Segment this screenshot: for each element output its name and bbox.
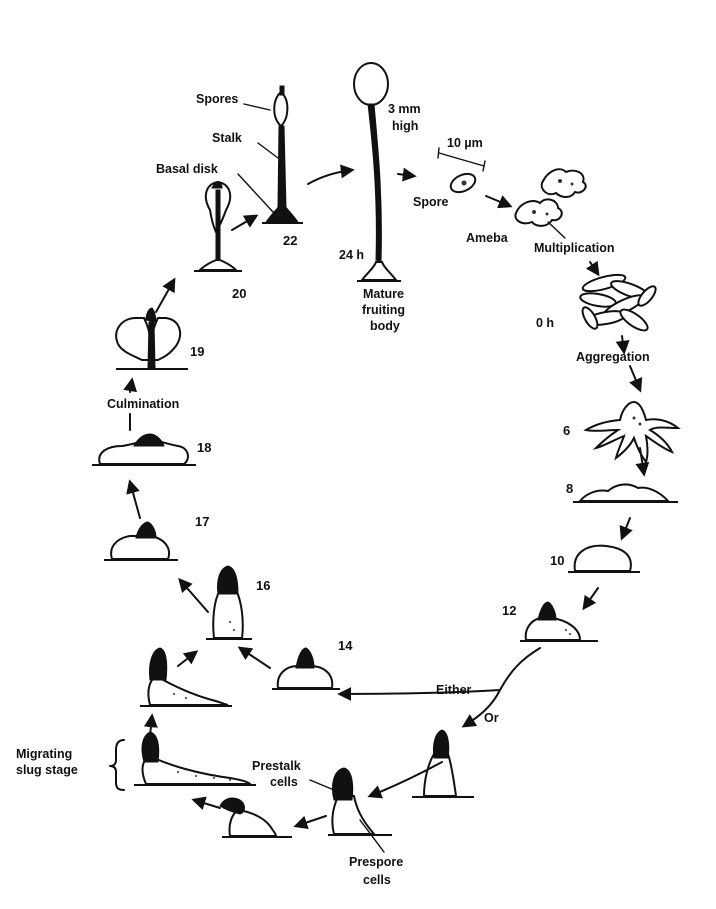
spore-drawing bbox=[438, 148, 485, 196]
label-spore: Spore bbox=[413, 195, 448, 209]
label-scale: 10 µm bbox=[447, 136, 483, 150]
stage-12-tipped-mound bbox=[520, 602, 598, 641]
stage-13-standing-slug bbox=[328, 768, 392, 835]
label-mature-line1: Mature bbox=[363, 287, 404, 301]
stage-number-6: 6 bbox=[563, 423, 570, 438]
stage-17-mound bbox=[104, 522, 178, 560]
stage-18-culminant bbox=[92, 434, 196, 465]
stage-number-20: 20 bbox=[232, 286, 246, 301]
stage-number-8: 8 bbox=[566, 481, 573, 496]
stage-number-10: 10 bbox=[550, 553, 564, 568]
label-or: Or bbox=[484, 711, 499, 725]
stage-22-fruiting-body bbox=[238, 86, 303, 223]
multiplying-cells bbox=[579, 272, 658, 335]
stage-number-17: 17 bbox=[195, 514, 209, 529]
pointer-prestalk bbox=[310, 780, 334, 790]
label-aggregation: Aggregation bbox=[576, 350, 650, 364]
stage-number-14: 14 bbox=[338, 638, 353, 653]
label-stalk: Stalk bbox=[212, 131, 242, 145]
stage-19-culminant bbox=[116, 308, 188, 369]
stage-14-mound bbox=[272, 648, 340, 689]
stage-15-tilted-mound bbox=[140, 648, 232, 706]
label-height-line2: high bbox=[392, 119, 418, 133]
label-prestalk-line1: Prestalk bbox=[252, 759, 301, 773]
stage-20-culminant bbox=[194, 182, 242, 271]
stage-number-12: 12 bbox=[502, 603, 516, 618]
label-prespore-line2: cells bbox=[363, 873, 391, 887]
migrating-slug bbox=[134, 732, 256, 785]
stage-13-tall-finger bbox=[412, 730, 474, 797]
stage-10-mound bbox=[568, 546, 640, 572]
label-height-line1: 3 mm bbox=[388, 102, 421, 116]
stage-16-finger bbox=[206, 566, 252, 639]
label-spores: Spores bbox=[196, 92, 238, 106]
label-migrating-line2: slug stage bbox=[16, 763, 78, 777]
stage-number-16: 16 bbox=[256, 578, 270, 593]
label-0h: 0 h bbox=[536, 316, 554, 330]
stage-8-mound bbox=[573, 484, 678, 502]
label-24h: 24 h bbox=[339, 248, 364, 262]
slug-transition bbox=[220, 798, 292, 837]
stage-number-19: 19 bbox=[190, 344, 204, 359]
aggregation-center bbox=[586, 402, 678, 462]
slug-bracket bbox=[110, 740, 124, 790]
label-ameba: Ameba bbox=[466, 231, 509, 245]
label-migrating-line1: Migrating bbox=[16, 747, 72, 761]
ameba-cells bbox=[515, 169, 585, 226]
stage-number-22: 22 bbox=[283, 233, 297, 248]
label-multiplication: Multiplication bbox=[534, 241, 615, 255]
label-either: Either bbox=[436, 683, 472, 697]
label-culmination: Culmination bbox=[107, 397, 179, 411]
label-mature-line2: fruiting bbox=[362, 303, 405, 317]
label-basal-disk: Basal disk bbox=[156, 162, 218, 176]
label-mature-line3: body bbox=[370, 319, 400, 333]
label-prestalk-line2: cells bbox=[270, 775, 298, 789]
label-prespore-line1: Prespore bbox=[349, 855, 403, 869]
stage-number-18: 18 bbox=[197, 440, 211, 455]
